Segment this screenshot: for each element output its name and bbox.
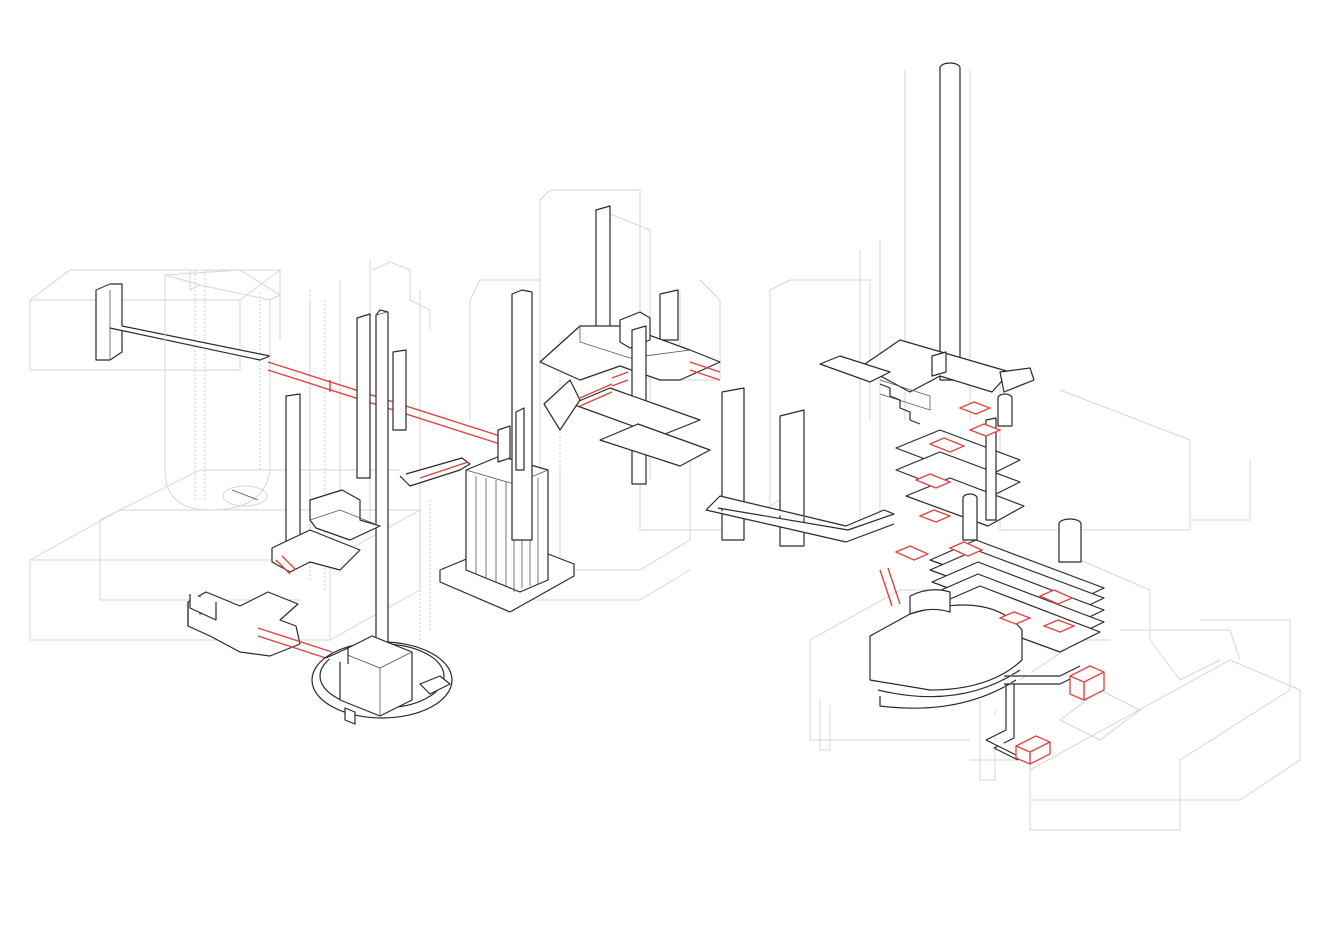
twin-columns: [511, 289, 533, 541]
stacked-ramp-cluster: [819, 62, 1105, 765]
tower-pair: [356, 313, 407, 479]
upper-deck: [819, 339, 1035, 411]
deck-frame: [539, 311, 721, 485]
tall-slab-a: [595, 205, 611, 343]
circular-base: [311, 635, 453, 725]
tall-slab-b: [659, 289, 679, 341]
circulation-highlights: [879, 401, 1076, 633]
tank: [164, 269, 282, 511]
tall-tower: [375, 309, 389, 681]
corridor: [705, 495, 895, 543]
platform-stepped: [271, 529, 361, 573]
ribbed-block: [465, 455, 549, 593]
tank-tower-cluster: [95, 269, 501, 725]
pier-left: [95, 283, 271, 361]
bridge-frame-cluster: [539, 205, 895, 547]
fan-base: [869, 589, 1023, 709]
chimney: [939, 62, 961, 381]
stair-cascade: [879, 383, 921, 425]
column-block-cluster: [439, 289, 575, 613]
branch-pipes: [985, 665, 1105, 765]
platform-lower: [187, 555, 333, 661]
cylinders: [962, 393, 1082, 563]
platform-upper: [309, 489, 381, 541]
